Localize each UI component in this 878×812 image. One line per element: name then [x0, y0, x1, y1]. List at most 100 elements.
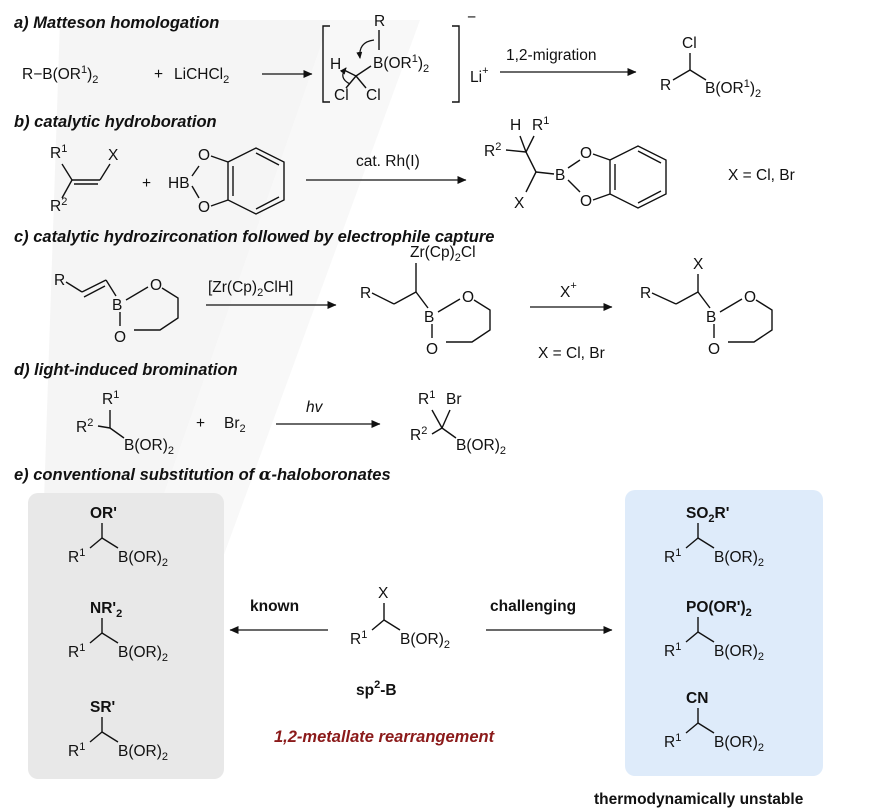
c-intermediate-O1: O — [462, 289, 474, 306]
a-complex-bond-B — [355, 65, 372, 77]
e-center-R: R1 — [350, 629, 367, 648]
a-product-R: R — [660, 77, 671, 94]
c-intermediate-bond-1 — [371, 292, 395, 305]
c-intermediate-R: R — [360, 285, 371, 302]
c-intermediate-B: B — [424, 309, 434, 326]
c-reactant-double-1 — [81, 279, 107, 293]
d-reactant-bond-R2 — [97, 425, 111, 429]
b-product-bond-H — [519, 135, 527, 153]
known-box — [28, 493, 224, 779]
challenging-label: challenging — [490, 598, 576, 615]
c-note: X = Cl, Br — [538, 345, 605, 362]
boronate-label: B(OR)2 — [118, 743, 168, 763]
c-intermediate-bond-2 — [393, 291, 417, 305]
bond — [697, 722, 715, 734]
c-product-bond-2 — [675, 291, 699, 305]
a-complex-R: R — [374, 13, 385, 30]
a-complex-Cl1: Cl — [334, 87, 349, 104]
b-vinyl-bond-X — [99, 163, 111, 181]
b-product-bond-O1 — [567, 159, 581, 169]
e-center-X: X — [378, 585, 389, 602]
substituent-label: CN — [686, 690, 708, 707]
c-reactant-bond-1 — [65, 281, 83, 293]
b-cb-bond-4 — [210, 199, 229, 207]
r1-label: R1 — [68, 642, 85, 661]
b-catecholborane-O1: O — [198, 147, 210, 164]
substituent-label: PO(OR')2 — [686, 599, 752, 619]
a-complex-B: B(OR1)2 — [373, 53, 429, 75]
c-intermediate-O2: O — [426, 341, 438, 358]
b-product-benzene-db2 — [637, 150, 662, 164]
c-product-O2: O — [708, 341, 720, 358]
d-plus: + — [196, 415, 205, 432]
a-bracket-right — [452, 25, 460, 103]
a-product-bond-R — [672, 69, 691, 81]
b-product-bond-R1 — [525, 135, 535, 153]
b-product-X: X — [514, 195, 525, 212]
bond — [101, 537, 119, 549]
d-product-bond-Br — [441, 409, 451, 429]
a-complex-bond-Cl1 — [345, 75, 357, 89]
b-product-bond-chain — [525, 151, 537, 173]
c-product-O1: O — [744, 289, 756, 306]
r1-label: R1 — [664, 641, 681, 660]
c-product-bond-1 — [651, 292, 677, 305]
b-vinyl-bond-R1 — [61, 163, 73, 181]
a-product-Cl: Cl — [682, 35, 697, 52]
boronate-label: B(OR)2 — [714, 549, 764, 569]
bond — [697, 537, 715, 549]
b-product-O1: O — [580, 145, 592, 162]
bond — [685, 722, 699, 734]
c-intermediate-Zr: Zr(Cp)2Cl — [410, 244, 476, 264]
bond — [685, 537, 699, 549]
b-catecholborane-HB: HB — [168, 175, 190, 192]
c-product-R: R — [640, 285, 651, 302]
b-product-bond-B — [535, 171, 555, 175]
heading-d: d) light-induced bromination — [14, 361, 238, 379]
d-product-R1: R1 — [418, 389, 435, 408]
b-cb-bond-2 — [191, 185, 200, 199]
bond — [101, 632, 119, 644]
d-product-R2: R2 — [410, 425, 427, 444]
c-arrow2-label: X+ — [560, 280, 577, 301]
c-reactant-bond-B — [105, 279, 117, 297]
r1-label: R1 — [664, 732, 681, 751]
bond — [89, 731, 103, 743]
b-vinyl-bond-R2 — [61, 179, 73, 199]
a-product-B: B(OR1)2 — [705, 78, 761, 100]
bond — [89, 632, 103, 644]
b-product-H: H — [510, 117, 521, 134]
d-reactant-B: B(OR)2 — [124, 437, 174, 457]
b-product-bond-Ar2 — [592, 193, 611, 201]
boronate-label: B(OR)2 — [118, 644, 168, 664]
a-curved-arrow-2 — [339, 67, 351, 85]
a-complex-bond-Cl2 — [355, 75, 367, 89]
b-product-bond-O2 — [567, 179, 581, 193]
b-cb-bond-1 — [191, 165, 200, 177]
d-arrow-label: hv — [306, 399, 324, 416]
c-product-B: B — [706, 309, 716, 326]
a-complex-Cl2: Cl — [366, 87, 381, 104]
b-cb-benzene-db3 — [255, 196, 280, 210]
b-catecholborane-O2: O — [198, 199, 210, 216]
b-product-bond-R2 — [505, 149, 527, 153]
r1-label: R1 — [68, 741, 85, 760]
e-center-B: B(OR)2 — [400, 631, 450, 651]
d-product-Br: Br — [446, 391, 462, 408]
b-cb-benzene-db2 — [255, 152, 280, 166]
b-product-benzene-db3 — [637, 190, 662, 204]
rearrangement-label: 1,2-metallate rearrangement — [274, 728, 496, 746]
b-note: X = Cl, Br — [728, 167, 795, 184]
b-plus: + — [142, 175, 151, 192]
b-product-O2: O — [580, 193, 592, 210]
a-counterion: Li+ — [470, 65, 489, 86]
c-product-ring — [713, 298, 773, 343]
b-product-bond-X — [525, 171, 537, 193]
